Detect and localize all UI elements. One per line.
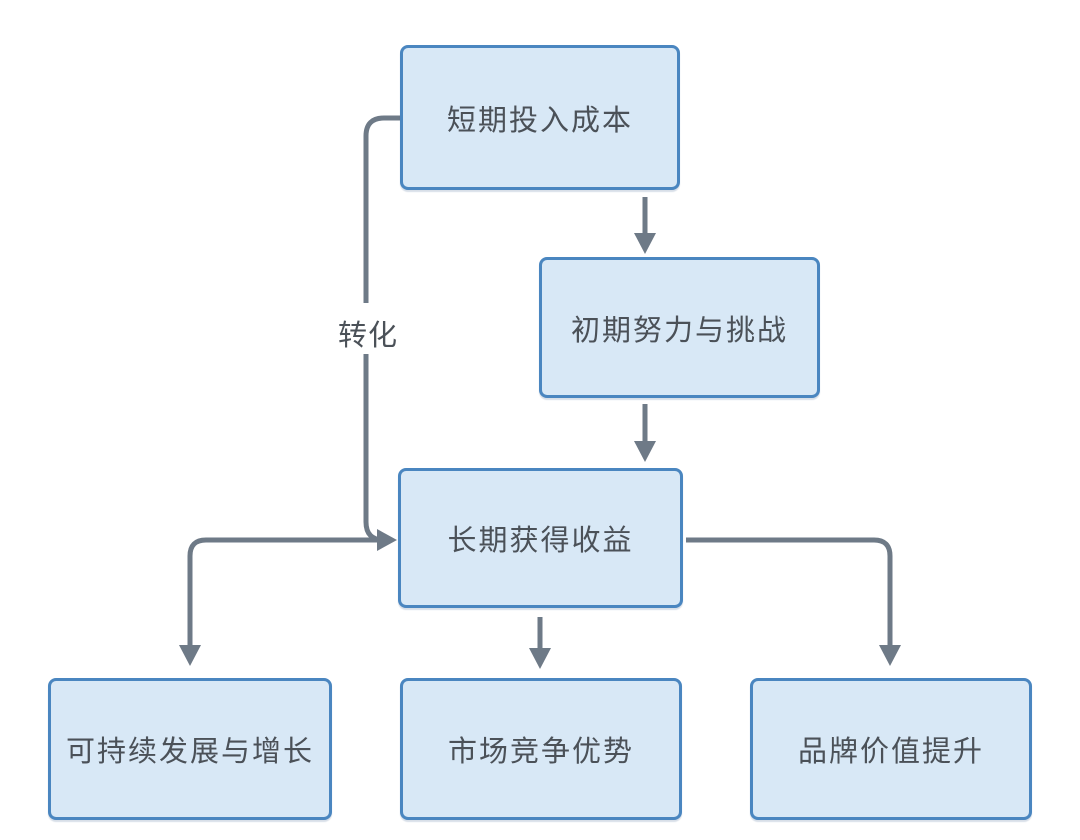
edge-longterm-to-sustainable <box>179 537 380 666</box>
node-long-term-gain: 长期获得收益 <box>398 468 683 608</box>
edge-shortterm-to-initial <box>634 197 656 254</box>
node-sustainable-growth: 可持续发展与增长 <box>48 678 332 820</box>
edge-label-transform: 转化 <box>323 312 413 354</box>
node-market-advantage-label: 市场竞争优势 <box>447 736 634 768</box>
node-brand-value-label: 品牌价值提升 <box>797 736 984 768</box>
node-brand-value: 品牌价值提升 <box>750 678 1032 820</box>
node-sustainable-growth-label: 可持续发展与增长 <box>65 736 314 768</box>
node-short-term-cost-label: 短期投入成本 <box>446 104 633 137</box>
node-market-advantage: 市场竞争优势 <box>400 678 682 820</box>
edge-transform <box>363 115 400 551</box>
node-initial-effort: 初期努力与挑战 <box>539 257 820 398</box>
edge-longterm-to-brand <box>686 537 901 666</box>
edge-initial-to-longterm <box>634 404 656 462</box>
node-long-term-gain-label: 长期获得收益 <box>447 525 634 557</box>
node-initial-effort-label: 初期努力与挑战 <box>570 314 788 347</box>
edge-longterm-to-market <box>529 617 551 669</box>
node-short-term-cost: 短期投入成本 <box>400 45 680 190</box>
